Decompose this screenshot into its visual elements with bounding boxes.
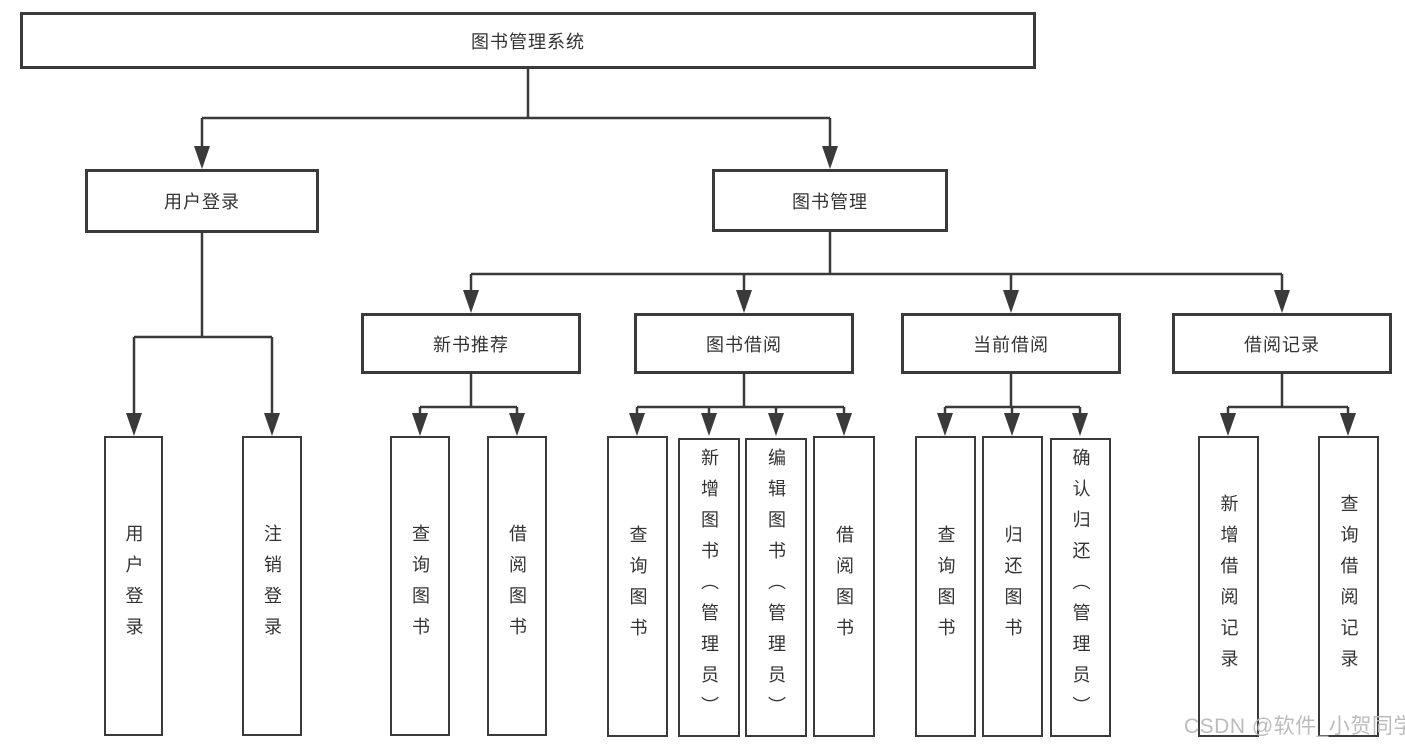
node-book-management: 图书管理: [712, 169, 948, 232]
leaf-logout-label: 注销登录: [262, 524, 282, 648]
leaf-query-book-1: 查询图书: [390, 436, 450, 736]
leaf-query-book-2: 查询图书: [607, 436, 668, 737]
csdn-watermark: CSDN @软件_小贺同学: [1184, 715, 1405, 738]
node-library-management-system-label: 图书管理系统: [471, 31, 585, 52]
leaf-add-borrow-record: 新增借阅记录: [1198, 436, 1259, 737]
leaf-borrow-book-2-label: 借阅图书: [834, 524, 854, 649]
leaf-query-book-2-label: 查询图书: [627, 524, 648, 649]
leaf-edit-book-admin: 编辑图书（管理员）: [745, 438, 807, 737]
leaf-user-login: 用户登录: [104, 436, 163, 736]
leaf-logout: 注销登录: [242, 436, 302, 736]
leaf-query-book-3-label: 查询图书: [935, 524, 956, 649]
leaf-borrow-book-2: 借阅图书: [813, 436, 875, 737]
leaf-borrow-book-1: 借阅图书: [487, 436, 547, 736]
leaf-borrow-book-1-label: 借阅图书: [507, 524, 527, 648]
arrowheads: [126, 146, 1356, 436]
leaf-query-book-3: 查询图书: [915, 436, 976, 737]
leaf-edit-book-admin-label: 编辑图书（管理员）: [766, 448, 786, 727]
node-user-login: 用户登录: [85, 169, 319, 233]
node-book-borrow-label: 图书借阅: [706, 334, 782, 355]
node-borrow-records: 借阅记录: [1172, 313, 1392, 374]
node-new-book-recommend: 新书推荐: [361, 313, 581, 374]
leaf-query-borrow-record: 查询借阅记录: [1318, 436, 1379, 737]
leaf-confirm-return-admin: 确认归还（管理员）: [1050, 438, 1111, 737]
node-book-borrow: 图书借阅: [634, 313, 854, 374]
leaf-query-borrow-record-label: 查询借阅记录: [1338, 493, 1359, 680]
node-current-borrow: 当前借阅: [901, 313, 1121, 374]
node-library-management-system: 图书管理系统: [20, 12, 1036, 69]
leaf-confirm-return-admin-label: 确认归还（管理员）: [1070, 448, 1091, 727]
leaf-add-book-admin: 新增图书（管理员）: [678, 438, 740, 737]
leaf-user-login-label: 用户登录: [123, 524, 144, 648]
node-user-login-label: 用户登录: [164, 192, 240, 212]
leaf-return-book-label: 归还图书: [1002, 524, 1023, 649]
node-borrow-records-label: 借阅记录: [1244, 334, 1320, 355]
node-current-borrow-label: 当前借阅: [973, 334, 1049, 355]
leaf-add-book-admin-label: 新增图书（管理员）: [699, 448, 719, 727]
leaf-query-book-1-label: 查询图书: [410, 524, 430, 648]
leaf-return-book: 归还图书: [982, 436, 1043, 737]
node-new-book-recommend-label: 新书推荐: [433, 334, 509, 355]
leaf-add-borrow-record-label: 新增借阅记录: [1218, 493, 1239, 680]
node-book-management-label: 图书管理: [792, 191, 868, 212]
